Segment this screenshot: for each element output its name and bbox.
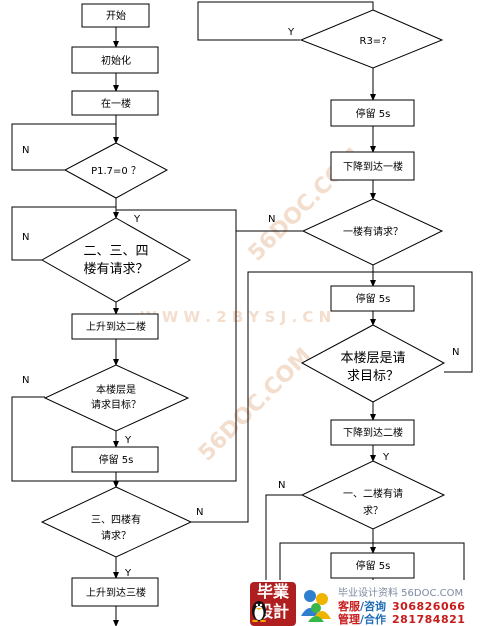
node-start-box xyxy=(81,3,150,28)
node-r3-diamond xyxy=(299,9,444,69)
contact-management-number: 281784821 xyxy=(392,613,466,626)
node-req234-diamond xyxy=(40,217,192,303)
label-no-istarget-big: N xyxy=(452,347,459,358)
people-icon xyxy=(301,590,331,622)
node-stay-c-box xyxy=(330,285,415,312)
node-init-box xyxy=(71,46,159,74)
node-stay-b-box xyxy=(330,99,415,127)
label-down-to-2: 下降到达二楼 xyxy=(343,426,403,439)
node-stay-d-box xyxy=(330,552,415,579)
label-no-req12: N xyxy=(278,480,285,491)
label-check-p17: P1.7=0 ？ xyxy=(91,166,141,177)
edge-right-merge-481 xyxy=(116,231,237,482)
label-r3: R3=? xyxy=(360,36,387,47)
node-up2-box xyxy=(71,313,159,340)
label-req234-line2: 楼有请求？ xyxy=(83,262,148,277)
label-floor1-req: 一楼有请求？ xyxy=(343,225,403,238)
label-stay-5s-d: 停留 5s xyxy=(356,559,391,572)
edge-istarget-no xyxy=(11,396,116,482)
connectors xyxy=(11,1,473,626)
node-floor1-box xyxy=(71,90,159,116)
label-no-req34: N xyxy=(196,507,203,518)
edge-req234-no-loop xyxy=(11,206,116,261)
label-up-to-2: 上升到达二楼 xyxy=(86,320,146,333)
contact-service-label-b: /咨询 xyxy=(360,600,387,613)
label-yes-r3: Y xyxy=(287,27,295,38)
label-no-floor1req: N xyxy=(268,214,275,225)
edge-req34-no xyxy=(191,271,373,523)
label-is-target-big-line2: 求目标？ xyxy=(347,369,399,384)
label-is-target-line2: 请求目标？ xyxy=(91,398,141,411)
contact-service-number: 306826066 xyxy=(392,600,466,613)
label-is-target-big-line1: 本楼层是请 xyxy=(340,351,405,366)
contact-service: 客服/咨询 306826066 xyxy=(338,598,465,614)
label-req34-line2: 请求？ xyxy=(101,529,131,542)
node-down2-box xyxy=(330,419,415,446)
edge-r3-yes-loop xyxy=(197,1,374,41)
label-req234-line1: 二、三、四 xyxy=(83,244,148,259)
node-istarget-diamond xyxy=(43,364,190,432)
node-istarget-big-diamond xyxy=(300,324,446,403)
label-yes-req34: Y xyxy=(124,568,132,579)
node-req34-diamond xyxy=(40,486,193,558)
site-line: 毕业设计资料 56DOC.COM xyxy=(338,588,464,599)
label-stay-5s-b: 停留 5s xyxy=(356,107,391,120)
edge-floor1req-no-merge xyxy=(116,209,303,232)
edge-p17-no-loop xyxy=(11,123,116,171)
node-req12-diamond xyxy=(300,460,446,530)
edge-istarget-big-no xyxy=(373,271,473,373)
contact-management-label-b: /合作 xyxy=(360,613,387,626)
node-stay-a-box xyxy=(71,446,159,473)
label-init: 初始化 xyxy=(101,54,131,67)
label-at-floor1: 在一楼 xyxy=(101,97,131,110)
contact-service-label: 客服 xyxy=(338,600,360,613)
contact-management: 管理/合作 281784821 xyxy=(338,611,465,626)
contact-management-label: 管理 xyxy=(338,613,360,626)
node-floor1req-diamond xyxy=(301,198,444,266)
label-down-to-1: 下降到达一楼 xyxy=(343,160,403,173)
label-no-istarget: N xyxy=(22,375,29,386)
label-yes-istarget: Y xyxy=(124,435,132,446)
label-up-to-3: 上升到达三楼 xyxy=(86,586,146,599)
label-no-p17: N xyxy=(22,145,29,156)
node-up3-box xyxy=(71,577,159,607)
label-req12-line2: 求？ xyxy=(363,505,383,517)
label-req34-line1: 三、四楼有 xyxy=(91,513,141,526)
label-yes-p17: Y xyxy=(133,214,141,225)
label-no-req234: N xyxy=(22,232,29,243)
node-down1-box xyxy=(330,151,415,181)
watermark-3: 56DOC.COM xyxy=(194,344,317,467)
label-start: 开始 xyxy=(106,9,126,22)
label-stay-5s-c: 停留 5s xyxy=(356,292,391,305)
label-stay-5s-a: 停留 5s xyxy=(99,453,134,466)
label-req12-line1: 一、二楼有请 xyxy=(343,487,403,500)
node-p17-diamond xyxy=(63,142,169,199)
logo-line1: 毕業 xyxy=(256,582,289,601)
label-is-target-line1: 本楼层是 xyxy=(96,383,136,396)
penguin-icon xyxy=(252,601,266,622)
label-yes-istarget-big: Y xyxy=(382,452,390,463)
